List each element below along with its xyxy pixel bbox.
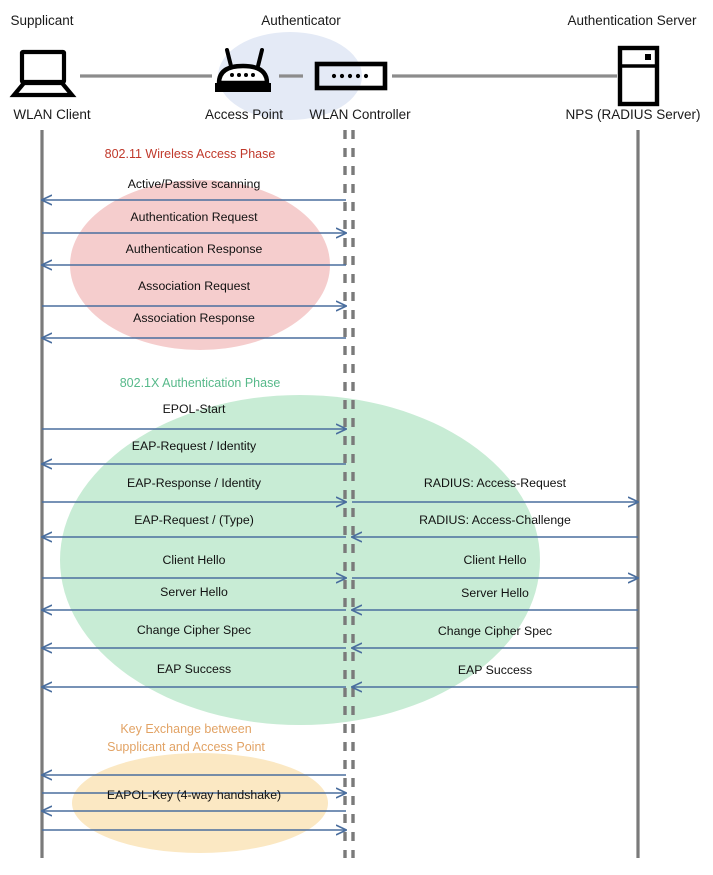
message-label: Authentication Request xyxy=(130,210,258,224)
ellipse-key-exchange-phase xyxy=(72,753,328,853)
message-label: EAP Success xyxy=(457,663,533,677)
message-label: EAPOL-Key (4-way handshake) xyxy=(106,788,282,802)
server-tower-icon xyxy=(617,45,660,107)
message-arrows xyxy=(42,200,638,830)
message-label: RADIUS: Access-Challenge xyxy=(419,513,571,527)
actor-role-authenticator: Authenticator xyxy=(261,13,341,28)
wireless-router-icon xyxy=(215,48,271,92)
message-label: EAP-Request / Identity xyxy=(131,439,257,453)
message-label: EAP-Response / Identity xyxy=(127,476,261,490)
message-label: Association Request xyxy=(137,279,251,293)
actor-device-wlan-controller: WLAN Controller xyxy=(309,107,411,122)
actor-role-supplicant: Supplicant xyxy=(10,13,74,28)
network-switch-icon xyxy=(314,61,388,91)
message-label: Active/Passive scanning xyxy=(127,177,261,191)
message-label: EAP-Request / (Type) xyxy=(134,513,254,527)
actor-device-nps-radius-server: NPS (RADIUS Server) xyxy=(565,107,701,122)
phase-title-key-exchange-line1: Key Exchange between xyxy=(120,722,252,736)
actor-device-access-point: Access Point xyxy=(204,107,284,122)
ellipse-802-1x-phase xyxy=(60,395,540,725)
phase-title-802-1x: 802.1X Authentication Phase xyxy=(119,376,281,390)
message-label: RADIUS: Access-Request xyxy=(423,476,567,490)
message-label: Change Cipher Spec xyxy=(437,624,553,638)
message-label: Server Hello xyxy=(160,585,228,599)
actor-role-auth-server: Authentication Server xyxy=(567,13,697,28)
message-label: EAP Success xyxy=(156,662,232,676)
message-label: EPOL-Start xyxy=(162,402,226,416)
phase-title-key-exchange-line2: Supplicant and Access Point xyxy=(107,740,265,754)
laptop-icon xyxy=(9,49,77,98)
message-label: Server Hello xyxy=(461,586,529,600)
message-label: Client Hello xyxy=(162,553,226,567)
message-label: Change Cipher Spec xyxy=(136,623,252,637)
message-label: Authentication Response xyxy=(125,242,263,256)
message-label: Client Hello xyxy=(463,553,527,567)
actor-device-wlan-client: WLAN Client xyxy=(13,107,91,122)
message-label: Association Response xyxy=(133,311,255,325)
phase-title-802-11: 802.11 Wireless Access Phase xyxy=(104,147,276,161)
lifelines xyxy=(40,130,640,858)
